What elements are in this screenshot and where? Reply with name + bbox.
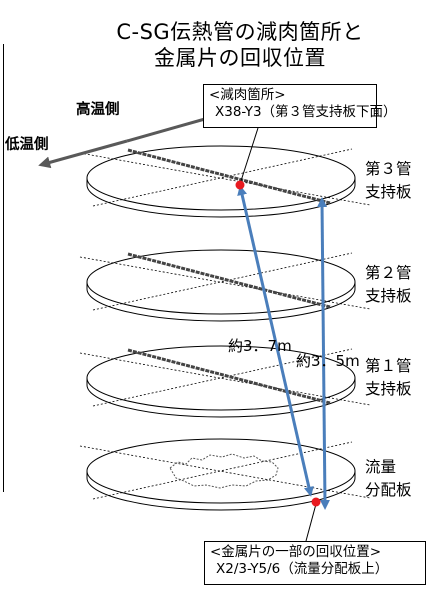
plate-2-label-line1: 第２管 [365,264,412,282]
plate-3-label: 第３管 支持板 [365,158,412,204]
plate-2-support [79,249,371,322]
high-temp-side-arrow [126,112,218,143]
leader-line-metal [305,503,317,542]
leader-line-thinning [239,127,259,185]
callout-thinning-heading: <減肉箇所> [209,87,286,103]
diagram-title-line1: C-SG伝熱管の減肉箇所と [116,20,364,44]
plate-1-label-line2: 支持板 [365,380,412,398]
callout-metal-detail: X2/3-Y5/6（流量分配板上） [216,561,389,577]
callout-thinning-detail: X38-Y3（第３管支持板下面） [215,104,397,120]
low-temp-side-label: 低温側 [5,137,49,153]
callout-metal-location: <金属片の一部の回収位置> X2/3-Y5/6（流量分配板上） [204,541,426,585]
callout-metal-heading: <金属片の一部の回収位置> [210,544,382,560]
flow-plate-label: 流量 分配板 [365,456,412,502]
distance-label-3-5m: 約3．5m [296,352,360,370]
distance-arrow-3-7m [237,185,314,497]
low-temp-side-arrow [38,139,128,169]
flow-plate-label-line2: 分配板 [365,481,412,499]
plate-1-label: 第１管 支持板 [365,355,412,401]
plate-3-support [79,145,371,218]
distance-arrow-3-5m [317,197,330,510]
high-temp-side-label: 高温側 [76,102,120,118]
plate-3-label-line2: 支持板 [365,183,412,201]
distance-label-3-7m: 約3．7m [228,337,292,355]
plate-1-label-line1: 第１管 [365,357,412,375]
thinning-point-marker [235,180,245,190]
flow-distribution-plate [79,438,371,511]
plate-2-label-line2: 支持板 [365,287,412,305]
left-border-line [3,44,4,492]
plate-3-label-line1: 第３管 [365,160,412,178]
flow-plate-label-line1: 流量 [365,458,397,476]
plate-2-label: 第２管 支持板 [365,262,412,308]
callout-thinning-location: <減肉箇所> X38-Y3（第３管支持板下面） [203,84,397,128]
diagram-title-line2: 金属片の回収位置 [154,46,326,70]
metal-fragment-marker [311,497,321,507]
